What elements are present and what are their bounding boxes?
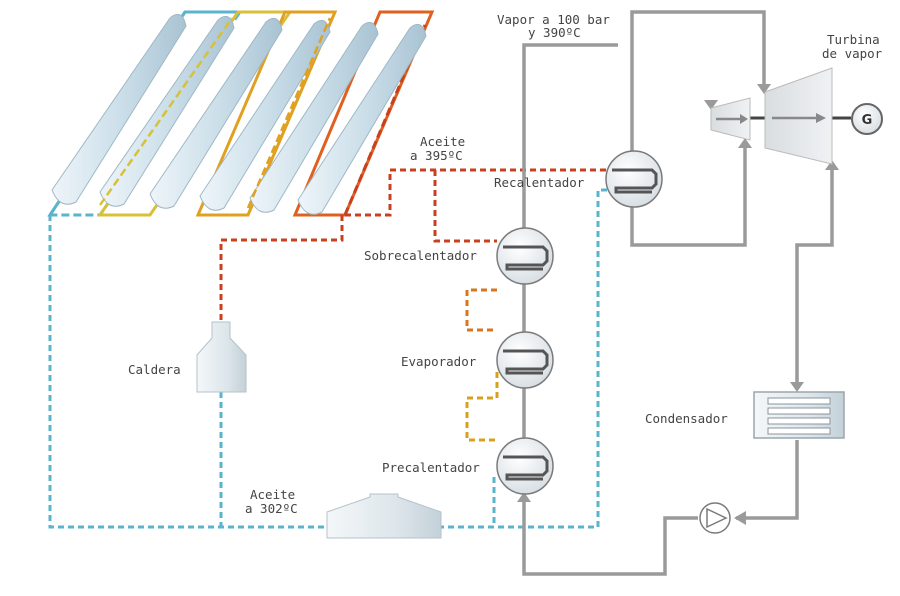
arrow-head — [704, 100, 718, 110]
cold-oil-label-1: Aceite — [250, 487, 295, 502]
coil-exchanger-icon — [496, 437, 554, 495]
steam-line — [630, 148, 747, 247]
collector-loop-orange — [195, 10, 338, 217]
trough-mirror — [199, 19, 331, 211]
evaporator-exchanger — [496, 331, 554, 389]
coil-exchanger-icon — [496, 227, 554, 285]
turbine-label-1: Turbina — [827, 32, 880, 47]
arrow-head — [734, 511, 746, 525]
condenser — [753, 391, 845, 439]
feedwater-line — [522, 500, 698, 576]
feed-pump — [699, 502, 731, 534]
generator-icon — [851, 103, 883, 135]
receiver-tube — [246, 17, 332, 209]
coil — [503, 349, 549, 375]
condensate-line — [736, 440, 799, 520]
condenser-label: Condensador — [645, 411, 728, 426]
coil — [503, 245, 549, 271]
trough-mirror — [249, 21, 379, 213]
boiler-tank — [196, 321, 247, 393]
cold-oil-label-2: a 302ºC — [245, 501, 298, 516]
steam-condition-label-1: Vapor a 100 bar — [497, 12, 610, 27]
steam-turbine — [710, 67, 833, 165]
solar-collector-field — [47, 10, 435, 217]
hot-oil-label-2: a 395ºC — [410, 148, 463, 163]
evaporator-label: Evaporador — [401, 354, 477, 369]
steam-line — [795, 170, 834, 385]
trough-mirror — [149, 17, 283, 209]
receiver-tube — [98, 17, 234, 206]
hot-oil-line — [219, 215, 344, 320]
hot-oil-label-1: Aceite — [420, 134, 465, 149]
hot-oil-line — [433, 170, 497, 243]
hot-oil-circuit — [219, 168, 612, 320]
superheater-label: Sobrecalentador — [364, 248, 477, 263]
mid-oil-circuit — [465, 288, 499, 442]
condenser-tube — [767, 397, 831, 405]
cold-oil-circuit — [48, 188, 622, 529]
cold-oil-line — [48, 188, 622, 529]
expansion-tank-body — [326, 493, 442, 539]
parabolic-trough-mirrors — [51, 13, 427, 215]
steam-condition-label-2: y 390ºC — [528, 25, 581, 40]
mid-oil-line — [465, 288, 497, 332]
preheater-label: Precalentador — [382, 460, 480, 475]
coil — [612, 168, 658, 194]
preheater-exchanger — [496, 437, 554, 495]
hot-oil-line — [345, 168, 612, 217]
steam-line — [522, 43, 618, 440]
boiler-label: Caldera — [128, 362, 181, 377]
generator-label: G — [862, 113, 873, 128]
generator: G — [851, 103, 883, 135]
expansion-tank — [326, 493, 442, 539]
condenser-tube — [767, 427, 831, 435]
reheater-label: Recalentador — [494, 175, 585, 190]
mid-oil-line — [465, 372, 499, 442]
lp-turbine-body — [764, 67, 833, 165]
coil-exchanger-icon — [496, 331, 554, 389]
collector-loop-hot — [292, 10, 435, 217]
arrow-head — [517, 492, 531, 502]
arrow-head — [738, 138, 752, 148]
reheater-exchanger — [605, 150, 663, 208]
trough-mirror — [51, 13, 187, 205]
arrow-head — [816, 113, 826, 123]
diagram-labels: Vapor a 100 bar y 390ºC Turbina de vapor… — [128, 12, 883, 516]
arrow-head — [757, 84, 771, 94]
turbine-label-2: de vapor — [822, 46, 883, 61]
trough-mirror — [297, 23, 427, 215]
pump-triangle — [706, 507, 728, 529]
condenser-tube — [767, 417, 831, 425]
condenser-tube — [767, 407, 831, 415]
steam-line — [630, 10, 766, 160]
coil — [503, 455, 549, 481]
arrow-head — [740, 114, 748, 124]
steam-water-circuit — [522, 10, 851, 576]
arrow-head — [825, 160, 839, 170]
superheater-exchanger — [496, 227, 554, 285]
flow-arrows — [517, 84, 839, 525]
coil-exchanger-icon — [605, 150, 663, 208]
arrow-head — [790, 382, 804, 392]
boiler — [196, 321, 247, 393]
